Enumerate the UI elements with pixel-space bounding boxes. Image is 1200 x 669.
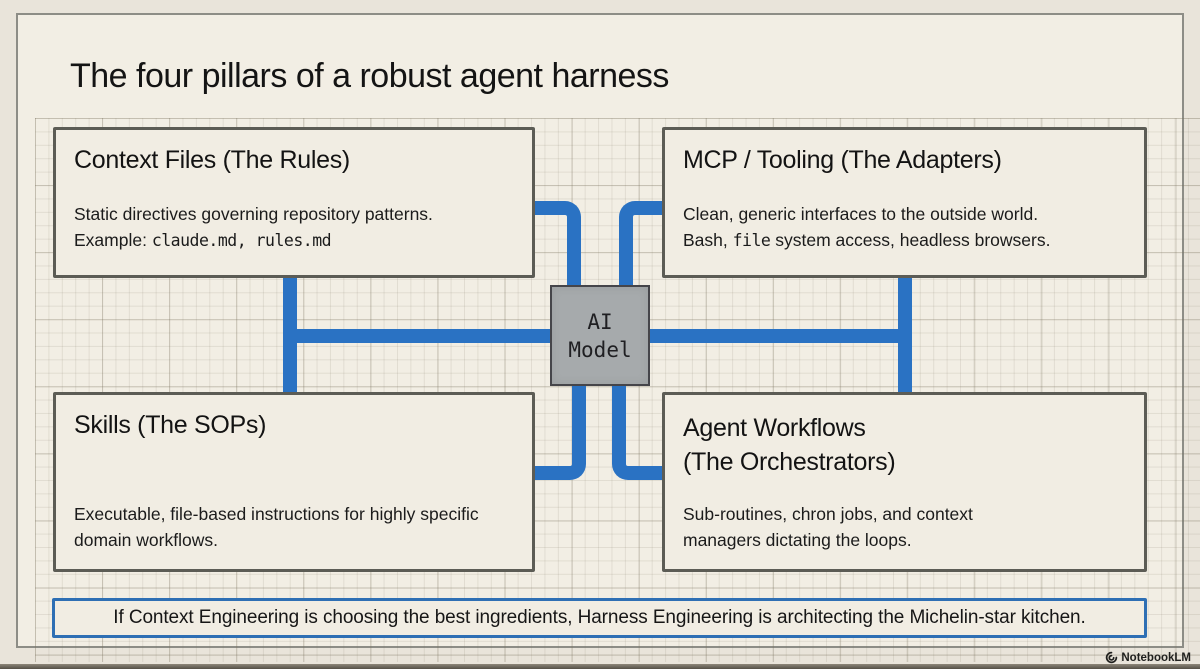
context-files-line2-prefix: Example:	[74, 230, 152, 250]
quote-banner: If Context Engineering is choosing the b…	[52, 598, 1147, 638]
connector-bottom-right-elbow	[612, 384, 667, 480]
pillar-skills-heading: Skills (The SOPs)	[74, 411, 267, 439]
mcp-line2-prefix: Bash,	[683, 230, 733, 250]
quote-banner-text: If Context Engineering is choosing the b…	[113, 607, 1086, 628]
pillar-mcp-tooling-body: Clean, generic interfaces to the outside…	[683, 201, 1126, 254]
ai-model-line1: AI	[587, 309, 613, 334]
pillar-skills-body: Executable, file-based instructions for …	[74, 504, 479, 550]
connector-left-horizontal	[290, 329, 552, 343]
context-files-code: claude.md, rules.md	[151, 231, 332, 250]
pillar-skills: Skills (The SOPs) Executable, file-based…	[53, 392, 535, 572]
mcp-line1: Clean, generic interfaces to the outside…	[683, 204, 1039, 224]
connector-bottom-left-elbow	[530, 384, 586, 480]
mcp-code: file	[732, 231, 771, 250]
pillar-context-files-heading: Context Files (The Rules)	[74, 146, 350, 174]
pillar-agent-workflows-heading: Agent Workflows (The Orchestrators)	[683, 411, 1126, 479]
connector-top-right-elbow	[619, 201, 667, 287]
connector-top-left-elbow	[530, 201, 581, 287]
notebooklm-watermark: NotebookLM	[1105, 650, 1191, 665]
notebooklm-label: NotebookLM	[1121, 651, 1191, 664]
connector-right-horizontal	[648, 329, 907, 343]
pillar-mcp-tooling: MCP / Tooling (The Adapters) Clean, gene…	[662, 127, 1147, 278]
mcp-line2-suffix: system access, headless browsers.	[770, 230, 1051, 250]
agent-workflows-heading-line2: (The Orchestrators)	[683, 448, 896, 476]
pillar-agent-workflows-body: Sub-routines, chron jobs, and context ma…	[683, 504, 973, 550]
context-files-line1: Static directives governing repository p…	[74, 204, 433, 224]
notebooklm-icon	[1105, 651, 1118, 664]
pillar-context-files: Context Files (The Rules) Static directi…	[53, 127, 535, 278]
pillar-context-files-body: Static directives governing repository p…	[74, 201, 514, 254]
ai-model-node: AI Model	[550, 285, 650, 386]
ai-model-line2: Model	[568, 337, 632, 362]
pillar-agent-workflows: Agent Workflows (The Orchestrators) Sub-r…	[662, 392, 1147, 572]
pillar-mcp-tooling-heading: MCP / Tooling (The Adapters)	[683, 146, 1002, 174]
bottom-edge-strip	[0, 664, 1200, 669]
agent-workflows-heading-line1: Agent Workflows	[683, 414, 866, 442]
page-title: The four pillars of a robust agent harne…	[70, 57, 669, 95]
